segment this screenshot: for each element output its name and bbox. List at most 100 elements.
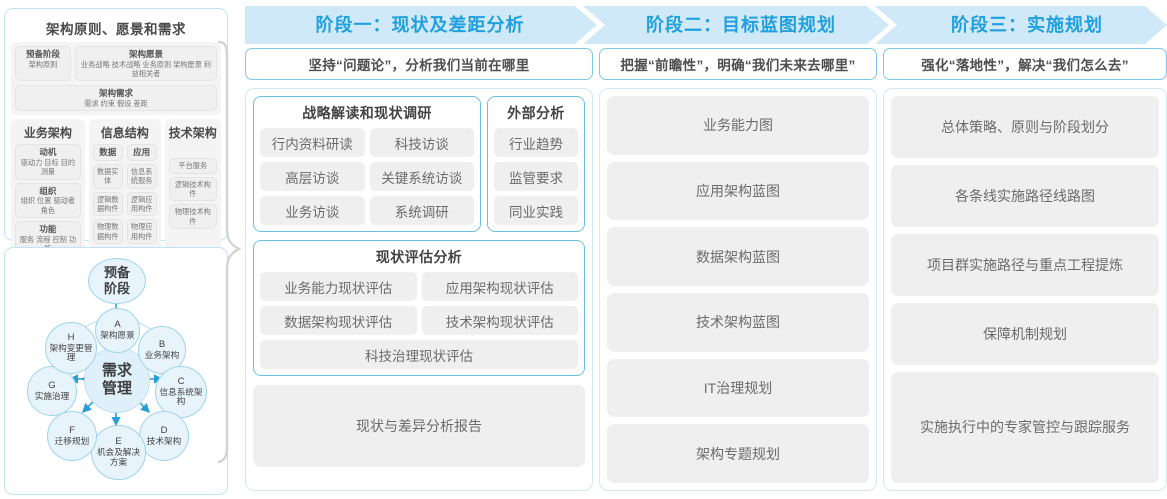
togaf-tech-item-1: 逻辑技术构件 — [174, 179, 211, 199]
adm-node-a-label: 架构愿景 — [100, 330, 135, 341]
togaf-column-technology-title: 技术架构 — [168, 126, 217, 141]
research-chip[interactable]: 科技访谈 — [369, 128, 474, 157]
blueprint-chip[interactable]: 应用架构蓝图 — [607, 161, 869, 221]
togaf-info-data-item-0: 数据实体 — [96, 166, 119, 186]
adm-node-h: H 架构变更管理 — [45, 322, 97, 374]
status-assessment-grid: 业务能力现状评估 应用架构现状评估 数据架构现状评估 技术架构现状评估 — [260, 272, 578, 335]
adm-node-a-key: A — [114, 319, 121, 331]
phase-1-header: 阶段一：现状及差距分析 — [315, 15, 525, 35]
phase-3-column: 强化“落地性”，解决“我们怎么去” 总体策略、原则与阶段划分 各条线实施路径线路… — [883, 48, 1167, 491]
togaf-vision-sub: 业务战略 技术战略 业务原则 架构愿景 利益相关者 — [80, 59, 212, 78]
connector-brace — [213, 40, 247, 464]
adm-cycle-panel: 预备 阶段 需求 管理 A 架构愿景 B 业务架构 C 信息系统架构 — [4, 247, 228, 495]
togaf-architecture-columns: 业务架构 动机 驱动力 目标 目的 测量 组织 组织 位置 驱动者 角色 功能 … — [11, 119, 221, 261]
blueprint-chip[interactable]: 业务能力图 — [607, 96, 869, 155]
adm-node-prep-line1: 预备 — [103, 265, 130, 281]
blueprint-chip[interactable]: IT治理规划 — [607, 358, 869, 418]
phases-area: 阶段一：现状及差距分析 阶段二：目标蓝图规划 阶段三：实施规划 坚持“问题论”，… — [245, 0, 1167, 499]
phase-2-arrow — [583, 6, 889, 44]
assessment-chip-wide[interactable]: 科技治理现状评估 — [260, 340, 578, 369]
research-chip[interactable]: 系统调研 — [369, 196, 474, 225]
togaf-requirement-head: 架构需求 — [98, 88, 133, 99]
adm-node-prep: 预备 阶段 — [88, 258, 146, 304]
adm-node-g-key: G — [48, 379, 56, 391]
phase-header-band: 阶段一：现状及差距分析 阶段二：目标蓝图规划 阶段三：实施规划 — [245, 6, 1167, 44]
adm-diagram: 预备 阶段 需求 管理 A 架构愿景 B 业务架构 C 信息系统架构 — [9, 252, 223, 490]
togaf-info-app-item-2: 物理应用构件 — [130, 222, 153, 241]
togaf-column-business: 业务架构 动机 驱动力 目标 目的 测量 组织 组织 位置 驱动者 角色 功能 … — [11, 119, 85, 261]
external-chip[interactable]: 行业趋势 — [494, 128, 578, 157]
phase-1-arrow — [245, 6, 597, 44]
phase-2-header: 阶段二：目标蓝图规划 — [646, 15, 836, 35]
adm-node-h-key: H — [67, 331, 75, 343]
external-chip[interactable]: 监管要求 — [494, 162, 578, 191]
togaf-requirement-cell: 架构需求 需求 约束 假设 差距 — [15, 85, 217, 112]
togaf-vision-cell: 架构愿景 业务战略 技术战略 业务原则 架构愿景 利益相关者 — [75, 46, 217, 82]
phase-3-subtitle: 强化“落地性”，解决“我们怎么去” — [883, 48, 1167, 80]
phase-2-subtitle: 把握“前瞻性”，明确“我们未来去哪里” — [599, 48, 877, 80]
adm-node-g-label: 实施治理 — [34, 390, 70, 401]
togaf-business-g0-head: 动机 — [39, 147, 57, 158]
togaf-info-app-head: 应用 — [133, 147, 151, 158]
togaf-info-data-head-box: 数据 — [92, 144, 123, 161]
phase-1-report-box[interactable]: 现状与差异分析报告 — [253, 385, 585, 467]
adm-node-a: A 架构愿景 — [95, 308, 140, 353]
implementation-chip[interactable]: 各条线实施路径线路图 — [891, 164, 1159, 227]
blueprint-chip[interactable]: 架构专题规划 — [607, 424, 869, 484]
adm-center-line1: 需求 — [101, 362, 132, 379]
implementation-chip[interactable]: 实施执行中的专家管控与跟踪服务 — [891, 371, 1159, 484]
togaf-tech-item-0: 平台服务 — [178, 161, 208, 171]
implementation-chip[interactable]: 保障机制规划 — [891, 302, 1159, 365]
assessment-chip[interactable]: 技术架构现状评估 — [421, 306, 578, 335]
implementation-chip[interactable]: 总体策略、原则与阶段划分 — [891, 96, 1159, 158]
external-chip[interactable]: 同业实践 — [494, 196, 578, 225]
togaf-tech-item-2: 物理技术构件 — [174, 207, 211, 226]
togaf-info-data-item-2: 物理数据构件 — [96, 222, 119, 241]
adm-node-c: C 信息系统架构 — [155, 366, 207, 418]
implementation-chip[interactable]: 项目群实施路径与重点工程提炼 — [891, 233, 1159, 296]
assessment-chip[interactable]: 业务能力现状评估 — [260, 272, 417, 301]
adm-node-prep-line2: 阶段 — [103, 281, 130, 296]
adm-node-d-key: D — [160, 424, 168, 436]
togaf-business-group: 组织 组织 位置 驱动者 角色 — [15, 182, 81, 219]
adm-node-e-key: E — [115, 436, 122, 448]
research-chip[interactable]: 关键系统访谈 — [369, 162, 474, 191]
togaf-column-technology: 技术架构 平台服务 逻辑技术构件 物理技术构件 — [164, 119, 221, 261]
togaf-column-business-title: 业务架构 — [23, 126, 72, 141]
adm-node-d: D 技术架构 — [139, 411, 189, 461]
togaf-info-data-item: 物理数据构件 — [92, 219, 123, 245]
togaf-info-app-item-1: 逻辑应用构件 — [130, 194, 153, 214]
togaf-info-data-item: 逻辑数据构件 — [92, 191, 123, 217]
phase-1-column: 坚持“问题论”，分析我们当前在哪里 战略解读和现状调研 行内资料研读 科技访谈 … — [245, 48, 593, 491]
blueprint-chip[interactable]: 技术架构蓝图 — [607, 293, 869, 352]
phase-3-arrow — [875, 6, 1167, 44]
togaf-panel-title: 架构原则、愿景和需求 — [46, 22, 186, 37]
brace-icon — [217, 40, 242, 464]
strategy-research-box: 战略解读和现状调研 行内资料研读 科技访谈 高层访谈 关键系统访谈 业务访谈 系… — [253, 96, 481, 232]
togaf-info-data-head: 数据 — [99, 147, 117, 158]
phase-1-subtitle: 坚持“问题论”，分析我们当前在哪里 — [245, 48, 593, 80]
research-chip[interactable]: 行内资料研读 — [260, 128, 365, 157]
blueprint-chip[interactable]: 数据架构蓝图 — [607, 227, 869, 287]
togaf-prep-cell: 预备阶段 架构原则 — [15, 46, 71, 82]
research-chip[interactable]: 高层访谈 — [260, 162, 365, 191]
togaf-info-app-item: 信息系统服务 — [126, 163, 157, 189]
adm-node-h-label: 架构变更管理 — [49, 342, 93, 363]
status-assessment-title: 现状评估分析 — [375, 249, 463, 265]
research-chip[interactable]: 业务访谈 — [260, 196, 365, 225]
assessment-chip[interactable]: 数据架构现状评估 — [260, 306, 417, 335]
external-analysis-list: 行业趋势 监管要求 同业实践 — [494, 128, 578, 225]
togaf-content-framework-panel: 架构原则、愿景和需求 预备阶段 架构原则 架构愿景 业务战略 技术战略 业务原则… — [4, 8, 228, 309]
left-column: 架构原则、愿景和需求 预备阶段 架构原则 架构愿景 业务战略 技术战略 业务原则… — [4, 4, 228, 495]
adm-node-d-label: 技术架构 — [146, 435, 182, 446]
togaf-info-data-item: 数据实体 — [92, 163, 123, 189]
togaf-business-g1-sub: 组织 位置 驱动者 角色 — [20, 196, 76, 215]
phase-1-body: 战略解读和现状调研 行内资料研读 科技访谈 高层访谈 关键系统访谈 业务访谈 系… — [245, 88, 593, 491]
adm-node-f: F 迁移规划 — [47, 411, 97, 461]
phase-2-list: 业务能力图 应用架构蓝图 数据架构蓝图 技术架构蓝图 IT治理规划 架构专题规划 — [607, 96, 869, 484]
adm-node-e-label: 机会及解决方案 — [97, 447, 140, 467]
phase-3-list: 总体策略、原则与阶段划分 各条线实施路径线路图 项目群实施路径与重点工程提炼 保… — [891, 96, 1159, 484]
togaf-requirement-sub: 需求 约束 假设 差距 — [84, 98, 148, 108]
assessment-chip[interactable]: 应用架构现状评估 — [421, 272, 578, 301]
